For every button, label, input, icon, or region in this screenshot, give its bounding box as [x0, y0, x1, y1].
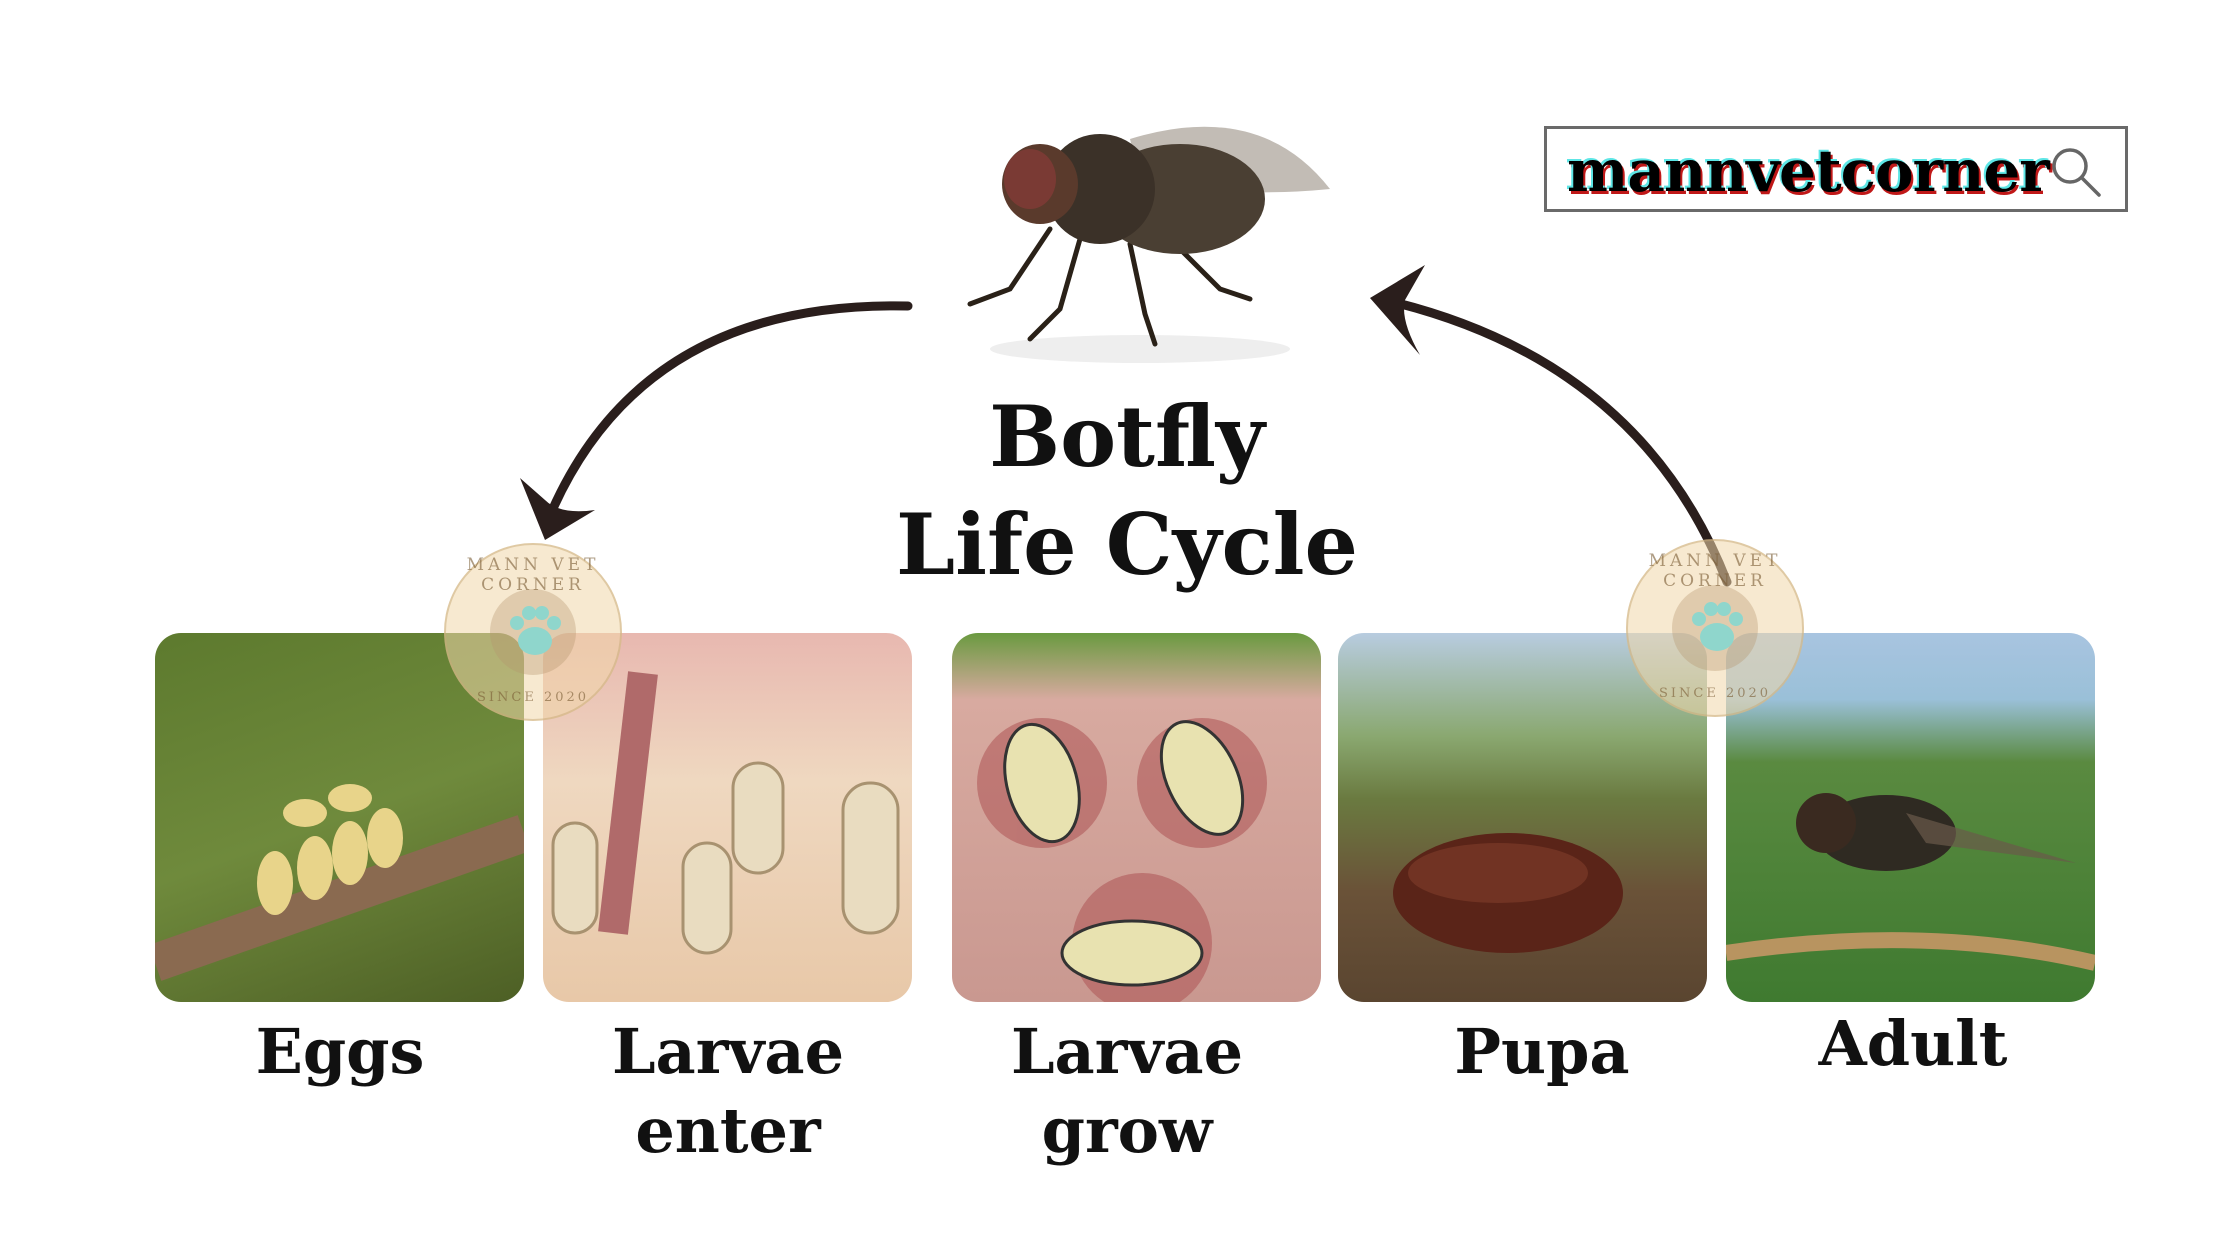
watermark-bottom-text: SINCE 2020: [476, 690, 590, 705]
arrow-adult-to-eggs: [543, 301, 913, 525]
stage-label-pupa: Pupa: [1342, 1012, 1742, 1091]
watermark-top-text: MANN VET CORNER: [1648, 551, 1782, 591]
stage-image-eggs: [155, 633, 524, 1002]
label-line: Eggs: [255, 1015, 425, 1088]
stage-label-adult: Adult: [1713, 1004, 2113, 1083]
search-icon: [2052, 148, 2101, 197]
paw-icon: [1692, 602, 1743, 651]
stage-image-adult: [1726, 633, 2095, 1002]
watermark-bottom-text: SINCE 2020: [1658, 686, 1772, 701]
diagram-title-line2: Life Cycle: [896, 495, 1358, 594]
brand-logo-box: mannvetcorner: [1544, 126, 2128, 212]
arrowhead-left: [520, 478, 595, 540]
label-line: Pupa: [1454, 1015, 1630, 1088]
label-line: Larvae: [1010, 1015, 1244, 1088]
stage-image-larvae-enter: [543, 633, 912, 1002]
label-line: Adult: [1818, 1007, 2008, 1080]
stage-image-larvae-grow: [952, 633, 1321, 1002]
label-line: grow: [1041, 1094, 1213, 1167]
adult-botfly-image: [967, 126, 1330, 363]
paw-icon: [510, 606, 561, 655]
arrowhead-right: [1370, 265, 1425, 355]
brand-logo-text: mannvetcorner: [1567, 137, 2050, 205]
stage-label-eggs: Eggs: [140, 1012, 540, 1091]
watermark-seal-right: MANN VET CORNER SINCE 2020: [1626, 539, 1804, 717]
diagram-title-line1: Botfly: [989, 387, 1265, 486]
watermark-seal-left: MANN VET CORNER SINCE 2020: [444, 543, 622, 721]
watermark-top-text: MANN VET CORNER: [466, 555, 600, 595]
label-line: enter: [635, 1094, 821, 1167]
label-line: Larvae: [611, 1015, 845, 1088]
arrow-pupa-to-adult: [1380, 295, 1732, 587]
stage-image-pupa: [1338, 633, 1707, 1002]
